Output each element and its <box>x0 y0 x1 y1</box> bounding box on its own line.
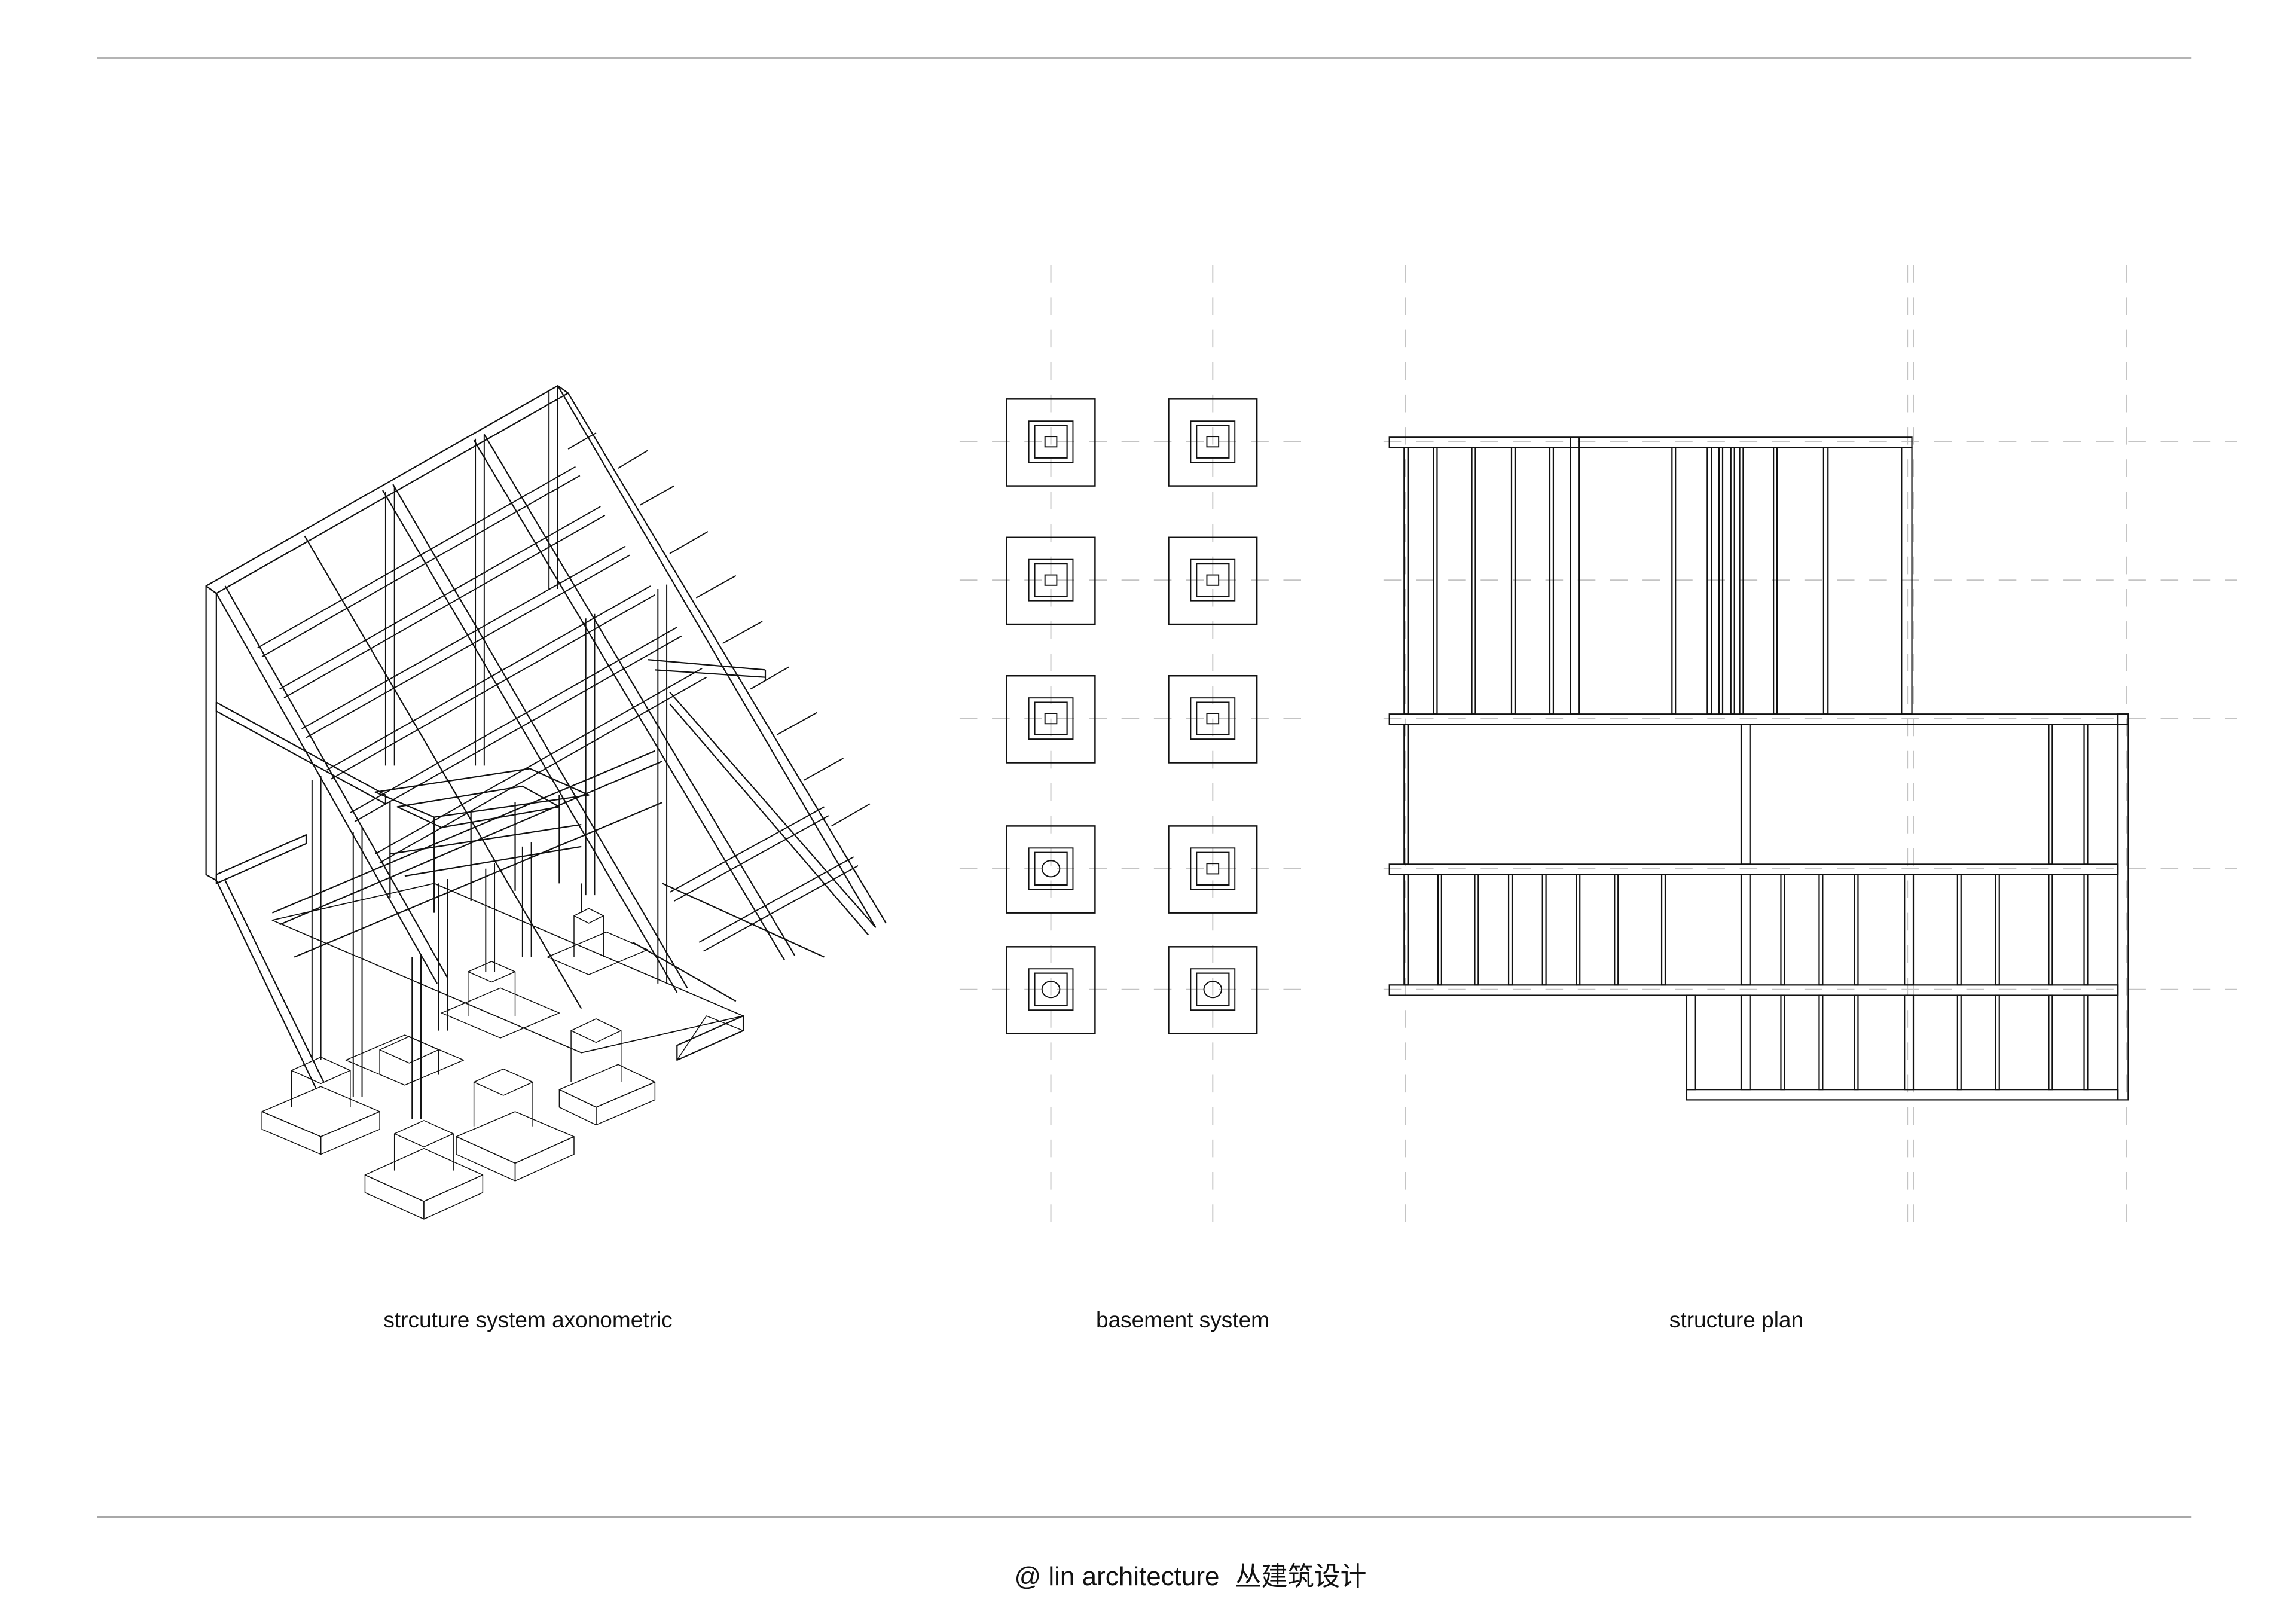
footing <box>1006 398 1096 487</box>
footing <box>1168 536 1258 625</box>
footing <box>1168 825 1258 914</box>
basement-system-drawing <box>959 265 1303 1237</box>
grid-lines <box>1383 265 2237 1237</box>
footing <box>1006 946 1096 1034</box>
footing <box>1006 825 1096 914</box>
footing <box>1168 946 1258 1034</box>
credit-text-cn: 丛建筑设计 <box>1235 1561 1367 1592</box>
plan-caption: structure plan <box>1669 1308 1804 1332</box>
axonometric-caption: strcuture system axonometric <box>383 1308 673 1332</box>
footer-credit: @ lin architecture 丛建筑设计 <box>1014 1555 1366 1593</box>
footing <box>1168 674 1258 764</box>
credit-text: @ lin architecture <box>1014 1562 1220 1591</box>
basement-caption: basement system <box>1096 1308 1269 1332</box>
footing <box>1006 536 1096 625</box>
structure-axonometric-drawing <box>205 385 887 1220</box>
grid-lines <box>959 265 1303 1237</box>
footing <box>1168 398 1258 487</box>
structure-plan-drawing <box>1383 265 2237 1237</box>
footing <box>1006 674 1096 764</box>
